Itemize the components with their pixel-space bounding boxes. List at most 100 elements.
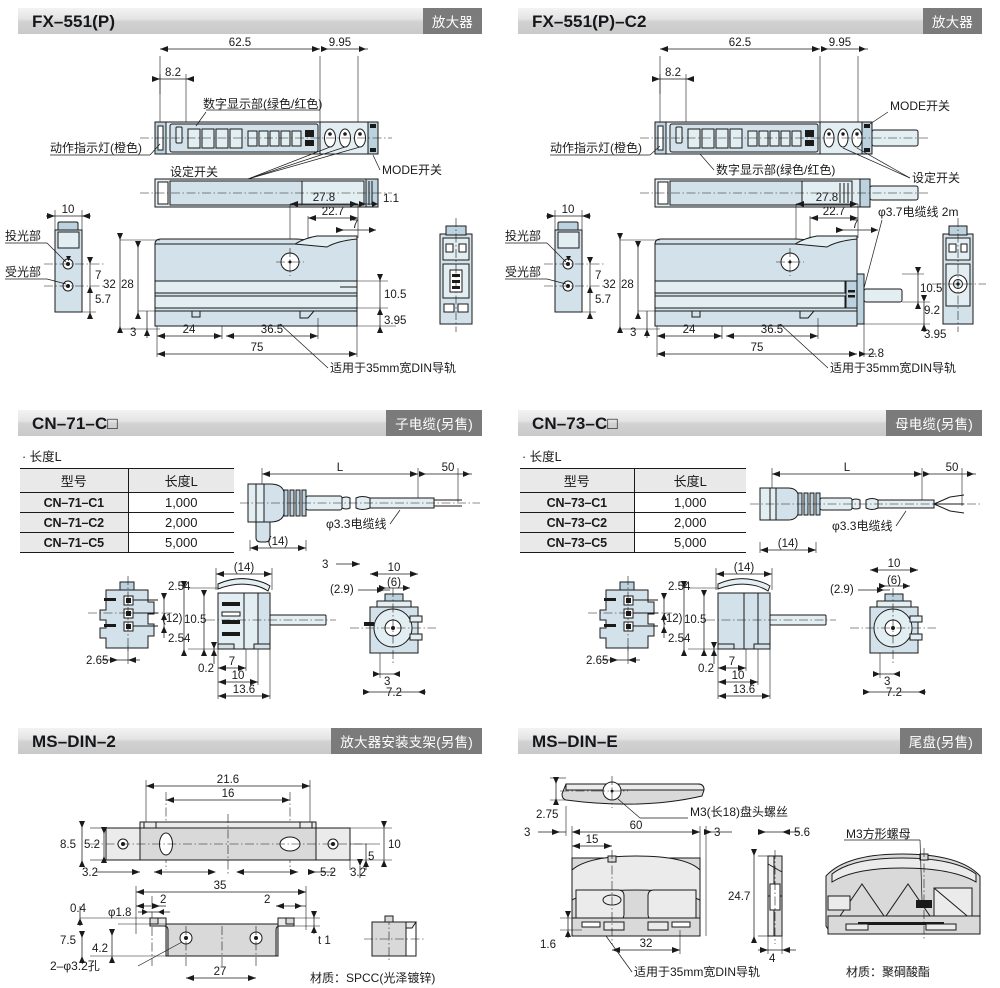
cell-model: CN–73–C2 — [520, 512, 634, 533]
dim-2-75: 2.75 — [536, 809, 558, 821]
dim-2b: 2 — [264, 894, 270, 906]
drawing-fx551p-front: 62.5 9.95 8.2 — [0, 34, 500, 208]
table-row: CN–73–C1 1,000 — [520, 492, 746, 513]
cell-length: 5,000 — [127, 532, 234, 553]
cell-length: 1,000 — [127, 492, 234, 513]
dim-9-95: 9.95 — [329, 37, 351, 49]
dim-2-54a: 2.54 — [668, 581, 691, 593]
length-label-cn71: · 长度L — [22, 450, 62, 464]
panel-cn73: CN–73–C□ 母电缆(另售) — [518, 410, 982, 436]
dim-62-5: 62.5 — [229, 37, 251, 49]
dim-5-2b: 5.2 — [320, 867, 336, 879]
callout-cable: φ3.3电缆线 — [326, 517, 386, 531]
dim-7b: 7 — [852, 219, 858, 231]
drawing-cn73-cable: L 50 φ3.3电缆线 (14) — [750, 450, 1000, 570]
dim-50: 50 — [946, 462, 959, 474]
dim-3b: 3 — [714, 827, 720, 839]
dim-t1: t 1 — [318, 935, 331, 947]
callout-material: 材质：聚碙酸酯 — [846, 964, 930, 979]
dim-13-6: 13.6 — [233, 684, 255, 696]
cell-model: CN–71–C5 — [20, 532, 128, 553]
cell-model: CN–73–C1 — [520, 492, 634, 513]
cell-length: 2,000 — [127, 512, 234, 533]
dim-1-6: 1.6 — [540, 939, 556, 951]
callout-receiver: 受光部 — [5, 264, 41, 279]
table-row: CN–71–C1 1,000 — [20, 492, 234, 513]
dim-10b: 10 — [232, 670, 245, 682]
dim-10-5: 10.5 — [384, 289, 406, 301]
dim-10-5: 10.5 — [920, 283, 942, 295]
panel-title: MS–DIN–2 — [32, 731, 116, 751]
dim-0-2: 0.2 — [198, 663, 214, 675]
dim-7: 7 — [229, 656, 235, 668]
dim-10b: 10 — [732, 670, 745, 682]
th-model: 型号 — [20, 468, 128, 493]
dim-75: 75 — [751, 342, 764, 354]
dim-5-6: 5.6 — [794, 827, 810, 839]
dim-L: L — [337, 462, 344, 474]
drawing-cn71-cable: L 50 φ3.3电缆线 (14) — [240, 450, 500, 570]
dim-10r: 10 — [888, 558, 901, 570]
drawing-fx551pc2-side: 10 7 5.7 投光部 受光部 27.8 22.7 7 — [500, 192, 1000, 376]
table-cn71: 型号 长度L CN–71–C1 1,000 CN–71–C2 2,000 CN–… — [20, 468, 234, 553]
callout-din-rail: 适用于35mm宽DIN导轨 — [330, 360, 456, 375]
panel-header: MS–DIN–2 放大器安装支架(另售) — [18, 728, 482, 754]
dim-2a: 2 — [160, 894, 166, 906]
panel-header: FX–551(P) 放大器 — [18, 8, 482, 34]
dim-27: 27 — [214, 966, 227, 978]
table-row: CN–73–C2 2,000 — [520, 512, 746, 533]
panel-badge: 放大器 — [922, 8, 982, 34]
dim-12: (12) — [662, 613, 683, 625]
dim-2-65: 2.65 — [586, 655, 608, 667]
dim-10-5: 10.5 — [184, 614, 206, 626]
dim-9-2: 9.2 — [924, 305, 940, 317]
dim-4-2: 4.2 — [92, 943, 108, 955]
panel-badge: 尾盘(另售) — [899, 728, 982, 754]
dim-3-2b: 3.2 — [350, 867, 366, 879]
dim-7: 7 — [729, 656, 735, 668]
th-model: 型号 — [520, 468, 634, 493]
dim-8-2: 8.2 — [665, 67, 681, 79]
dim-3b: 3 — [884, 676, 890, 688]
dim-8-2: 8.2 — [165, 67, 181, 79]
dim-10-5: 10.5 — [684, 614, 706, 626]
dim-24: 24 — [683, 324, 696, 336]
cell-model: CN–73–C5 — [520, 532, 634, 553]
dim-62-5: 62.5 — [729, 37, 751, 49]
dim-27-8: 27.8 — [816, 192, 838, 204]
dim-L: L — [844, 462, 851, 474]
panel-badge: 母电缆(另售) — [886, 410, 982, 436]
dim-10: 10 — [562, 204, 575, 216]
dim-7-5: 7.5 — [60, 935, 76, 947]
panel-fx551p: FX–551(P) 放大器 — [18, 8, 482, 34]
drawing-msdine: 2.75 M3(长18)盘头螺丝 3 60 3 15 — [510, 766, 1000, 988]
dim-10: 10 — [388, 839, 401, 851]
dim-27-8: 27.8 — [313, 192, 335, 204]
cell-length: 2,000 — [633, 512, 746, 533]
dim-2-9: (2.9) — [830, 584, 854, 596]
dim-13-6: 13.6 — [733, 684, 755, 696]
callout-indicator: 动作指示灯(橙色) — [50, 140, 142, 155]
th-length: 长度L — [127, 468, 234, 493]
dim-24: 24 — [183, 324, 196, 336]
dim-24-7: 24.7 — [728, 891, 750, 903]
dim-9-95: 9.95 — [829, 37, 851, 49]
callout-din-rail: 适用于35mm宽DIN导轨 — [830, 360, 956, 375]
dim-32: 32 — [103, 279, 116, 291]
cell-model: CN–71–C1 — [20, 492, 128, 513]
dim-3a: 3 — [524, 827, 530, 839]
dim-4: 4 — [769, 953, 776, 965]
panel-title: FX–551(P)–C2 — [532, 11, 647, 31]
dim-14: (14) — [268, 536, 289, 548]
dim-8-5: 8.5 — [60, 839, 76, 851]
dim-7b: 7 — [352, 219, 358, 231]
panel-title: FX–551(P) — [32, 11, 116, 31]
dim-6: (6) — [387, 577, 401, 589]
dim-2-9: (2.9) — [330, 584, 354, 596]
panel-title: MS–DIN–E — [532, 731, 618, 751]
dim-3b: 3 — [384, 676, 390, 688]
dim-2-65: 2.65 — [86, 655, 108, 667]
panel-badge: 放大器安装支架(另售) — [331, 728, 482, 754]
dim-3-95: 3.95 — [384, 315, 406, 327]
